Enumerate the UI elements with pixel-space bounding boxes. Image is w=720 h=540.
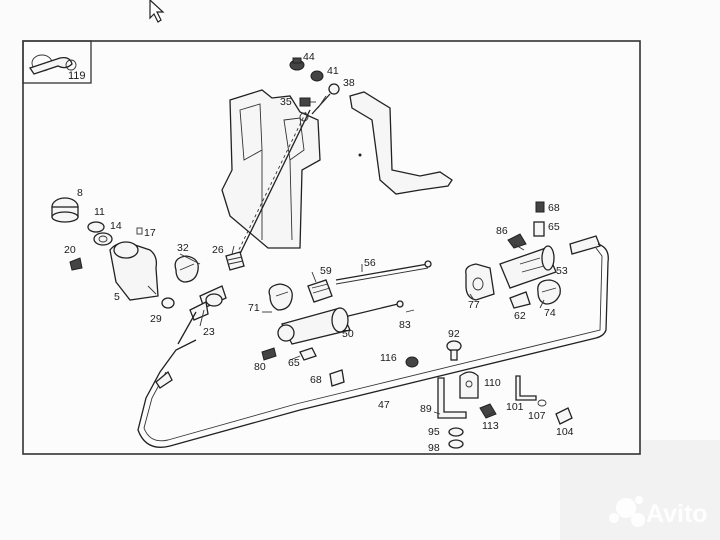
clutch-pedal [349, 91, 453, 195]
clip-20 [69, 257, 83, 271]
label-56: 56 [364, 257, 376, 269]
bolt-80 [261, 347, 277, 361]
watermark: Avito [609, 496, 708, 528]
label-92: 92 [448, 328, 460, 340]
label-44: 44 [303, 51, 315, 63]
label-50: 50 [342, 328, 354, 340]
label-8: 8 [77, 187, 83, 199]
pushrod-56 [335, 260, 432, 285]
part-labels: 44 41 38 35 8 11 14 17 20 5 32 26 29 23 … [64, 51, 574, 454]
fitting-65b [533, 221, 545, 237]
pin-83 [405, 309, 415, 313]
label-41: 41 [327, 65, 339, 77]
label-86: 86 [496, 225, 508, 237]
boot-59 [307, 279, 333, 303]
label-71: 71 [248, 302, 260, 314]
label-11: 11 [94, 206, 105, 218]
seal-29 [161, 297, 175, 309]
boot-26 [225, 251, 245, 271]
label-23: 23 [203, 326, 215, 338]
label-20: 20 [64, 244, 76, 256]
label-116: 116 [380, 352, 397, 364]
reservoir-5 [109, 241, 159, 301]
fitting-65a [299, 347, 317, 361]
label-65a: 65 [288, 357, 300, 369]
watermark-text: Avito [646, 500, 708, 528]
label-68a: 68 [310, 374, 322, 386]
label-47: 47 [378, 399, 390, 411]
seal-11 [87, 221, 105, 233]
label-80: 80 [254, 361, 266, 373]
clip-icon [28, 54, 77, 75]
label-110: 110 [484, 377, 501, 389]
label-14: 14 [110, 220, 122, 232]
bolt-44 [289, 57, 305, 71]
label-17: 17 [144, 227, 156, 239]
reservoir-cap-8 [51, 197, 79, 223]
fitting-68a [329, 369, 345, 387]
label-83: 83 [399, 319, 411, 331]
pedal-bracket [221, 89, 321, 249]
label-95: 95 [428, 426, 440, 438]
cap-17 [136, 227, 143, 235]
label-104: 104 [556, 426, 574, 438]
bracket-77 [465, 263, 495, 301]
mouse-pointer-icon [149, 0, 165, 23]
bracket-89 [437, 377, 467, 419]
slave-cylinder [499, 245, 557, 289]
label-74: 74 [544, 307, 556, 319]
bolt-107 [537, 399, 547, 407]
bolt-92 [446, 340, 462, 361]
label-65b: 65 [548, 221, 560, 233]
master-cylinder-23 [177, 285, 227, 345]
fitting-62 [509, 291, 531, 309]
bracket-71 [268, 283, 293, 311]
hydraulic-line-47 [137, 243, 609, 448]
avito-dots-icon [609, 496, 645, 527]
holder-32 [174, 255, 199, 283]
label-89: 89 [420, 403, 432, 415]
bracket-101 [515, 375, 537, 401]
pushrod-line [231, 109, 311, 265]
clamp-110 [459, 371, 479, 399]
fitting-86 [507, 233, 527, 249]
nut-41 [310, 70, 324, 82]
pushrod-38 [311, 83, 340, 115]
ring-14 [93, 232, 113, 246]
label-101: 101 [506, 401, 524, 413]
label-59: 59 [320, 265, 332, 277]
nut-116 [405, 356, 419, 368]
cap-68b [535, 201, 545, 213]
label-53: 53 [556, 265, 568, 277]
pin-35 [299, 97, 316, 107]
inset-label: 119 [68, 70, 86, 82]
pushrod-cylinder-50 [277, 300, 404, 345]
inset-box: 119 [22, 40, 92, 84]
label-68b: 68 [548, 202, 560, 214]
label-29: 29 [150, 313, 162, 325]
label-38: 38 [343, 77, 355, 89]
leader-lines [179, 243, 545, 417]
label-98: 98 [428, 442, 440, 454]
hose-53 [569, 235, 601, 255]
label-77: 77 [468, 299, 480, 311]
label-62: 62 [514, 310, 526, 322]
label-5: 5 [114, 291, 120, 303]
label-26: 26 [212, 244, 224, 256]
label-32: 32 [177, 242, 189, 254]
label-107: 107 [528, 410, 546, 422]
label-35: 35 [280, 96, 292, 108]
bracket-74 [537, 279, 561, 305]
bolt-104 [555, 407, 573, 425]
bolt-113 [479, 403, 497, 419]
washer-95 [448, 427, 464, 437]
label-113: 113 [482, 420, 499, 432]
washer-98 [448, 439, 464, 449]
